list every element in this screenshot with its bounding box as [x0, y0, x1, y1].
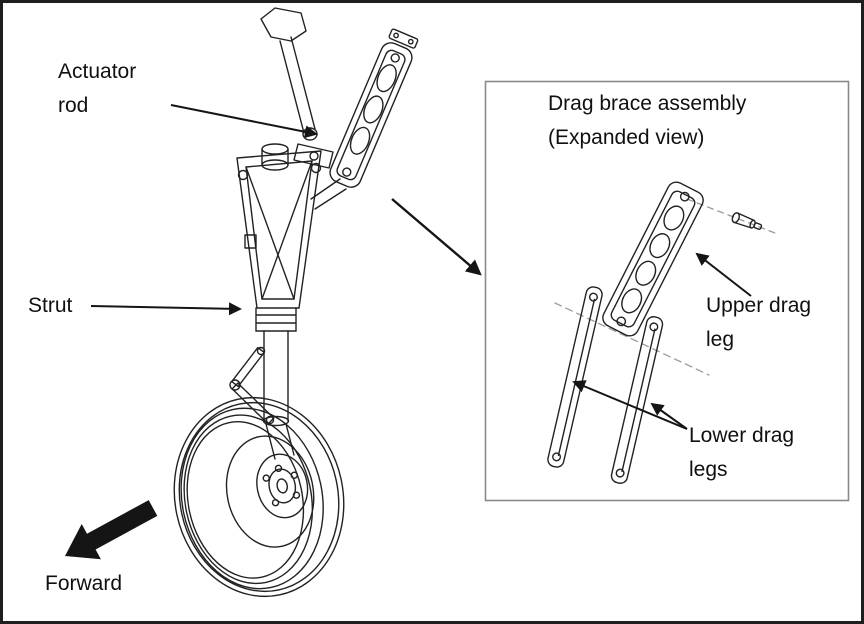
forward-label: Forward	[45, 572, 123, 595]
drag-brace-installed-drawing	[329, 28, 419, 188]
landing-gear-drawing	[173, 7, 419, 598]
exploded-view-drawing	[547, 181, 776, 484]
torque-links	[229, 346, 275, 425]
lower-drag-leg-rear-drawing	[610, 316, 664, 484]
lower-drag-legs-pointer-arrow-left	[572, 380, 688, 430]
attach-pin-drawing	[731, 212, 763, 230]
lower-drag-legs-label: Lower drag legs	[689, 424, 795, 481]
landing-gear-diagram-canvas	[65, 7, 850, 598]
wheel-tire	[173, 396, 345, 598]
strut-upper-frame	[236, 143, 322, 309]
lower-drag-legs-pointer-arrow-right	[650, 402, 688, 430]
lower-drag-leg-front-drawing	[547, 286, 603, 468]
strut-label: Strut	[28, 294, 73, 317]
wheel-hub	[256, 453, 309, 519]
inset-box	[484, 80, 850, 502]
actuator-rod-pointer-arrow	[170, 104, 318, 139]
inset-title: Drag brace assembly (Expanded view)	[548, 92, 747, 149]
actuator-rod-drawing	[260, 7, 334, 169]
upper-drag-leg-pointer-arrow	[695, 252, 752, 297]
upper-drag-leg-label: Upper drag leg	[706, 294, 812, 351]
upper-drag-leg-drawing	[602, 181, 704, 337]
forward-arrow	[65, 500, 158, 560]
shock-strut-lower	[255, 307, 297, 460]
actuator-rod-label: Actuator rod	[58, 60, 137, 117]
inset-pointer-arrow	[391, 198, 482, 276]
strut-pointer-arrow	[90, 302, 242, 316]
